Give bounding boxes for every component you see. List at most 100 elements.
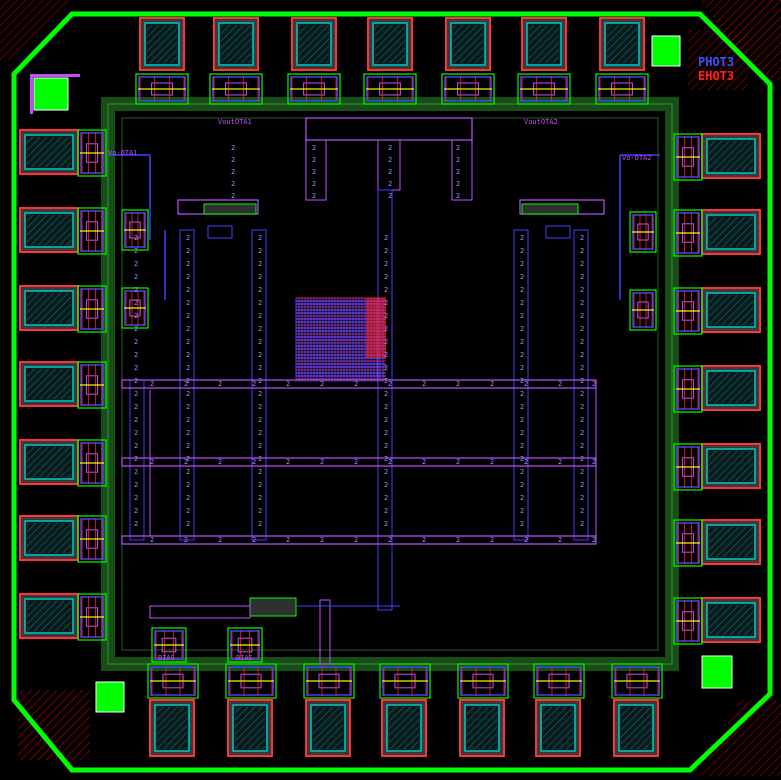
via-mark: 2	[384, 247, 388, 255]
esd-cell-inner	[227, 627, 263, 663]
via-mark: 2	[218, 380, 222, 388]
via-mark: 2	[384, 338, 388, 346]
via-mark: 2	[558, 458, 562, 466]
via-mark: 2	[520, 312, 524, 320]
via-mark: 2	[258, 312, 262, 320]
via-mark: 2	[134, 338, 138, 346]
via-mark: 2	[186, 416, 190, 424]
esd-cell-bottom	[457, 663, 509, 699]
esd-cell-top	[595, 73, 649, 105]
via-mark: 2	[231, 192, 235, 200]
via-mark: 2	[134, 481, 138, 489]
via-mark: 2	[580, 520, 584, 528]
via-mark: 2	[580, 273, 584, 281]
esd-cell-left	[77, 439, 107, 487]
pad-right	[701, 519, 761, 565]
via-mark: 2	[580, 260, 584, 268]
via-mark: 2	[384, 468, 388, 476]
via-mark: 2	[520, 494, 524, 502]
via-mark: 2	[384, 481, 388, 489]
corner-markers	[30, 35, 733, 713]
pad-left	[19, 285, 79, 331]
via-mark: 2	[580, 507, 584, 515]
core-routing	[110, 117, 660, 665]
via-mark: 2	[134, 390, 138, 398]
logo-top: PHOT3	[698, 55, 734, 69]
via-mark: 2	[134, 442, 138, 450]
via-mark: 2	[134, 455, 138, 463]
via-mark: 2	[388, 192, 392, 200]
via-mark: 2	[384, 364, 388, 372]
via-mark: 2	[580, 286, 584, 294]
via-mark: 2	[580, 429, 584, 437]
pad-left	[19, 207, 79, 253]
via-mark: 2	[258, 338, 262, 346]
via-mark: 2	[258, 416, 262, 424]
via-mark: 2	[312, 144, 316, 152]
via-mark: 2	[580, 377, 584, 385]
via-mark: 2	[134, 299, 138, 307]
via-mark: 2	[258, 247, 262, 255]
via-mark: 2	[134, 416, 138, 424]
via-mark: 2	[186, 260, 190, 268]
via-mark: 2	[490, 458, 494, 466]
via-mark: 2	[490, 536, 494, 544]
via-mark: 2	[134, 273, 138, 281]
via-mark: 2	[388, 180, 392, 188]
esd-cell-right	[673, 209, 703, 257]
via-mark: 2	[218, 458, 222, 466]
esd-cell-right	[673, 443, 703, 491]
via-mark: 2	[150, 536, 154, 544]
via-mark: 2	[258, 468, 262, 476]
esd-cell-inner	[121, 209, 149, 251]
pad-right	[701, 133, 761, 179]
esd-cells-layer	[77, 73, 703, 699]
via-mark: 2	[258, 429, 262, 437]
via-mark: 2	[384, 403, 388, 411]
via-mark: 2	[252, 536, 256, 544]
via-mark: 2	[186, 403, 190, 411]
capacitor-array	[295, 297, 386, 382]
via-mark: 2	[520, 286, 524, 294]
via-mark: 2	[558, 380, 562, 388]
pad-right	[701, 597, 761, 643]
via-mark: 2	[354, 458, 358, 466]
esd-cell-top	[441, 73, 495, 105]
pad-left	[19, 129, 79, 175]
esd-cell-left	[77, 285, 107, 333]
via-mark: 2	[388, 380, 392, 388]
pad-top	[599, 17, 645, 71]
via-mark: 2	[384, 494, 388, 502]
via-mark: 2	[456, 380, 460, 388]
via-mark: 2	[592, 380, 596, 388]
via-mark: 2	[580, 338, 584, 346]
via-mark: 2	[384, 351, 388, 359]
via-mark: 2	[490, 380, 494, 388]
via-mark: 2	[258, 455, 262, 463]
esd-cell-bottom	[379, 663, 431, 699]
via-mark: 2	[384, 442, 388, 450]
via-mark: 2	[258, 351, 262, 359]
esd-cell-right	[673, 287, 703, 335]
via-mark: 2	[134, 286, 138, 294]
via-mark: 2	[134, 494, 138, 502]
via-mark: 2	[184, 458, 188, 466]
via-mark: 2	[186, 338, 190, 346]
via-mark: 2	[258, 299, 262, 307]
via-mark: 2	[580, 403, 584, 411]
esd-cell-top	[517, 73, 571, 105]
via-mark: 2	[134, 429, 138, 437]
pad-left	[19, 515, 79, 561]
via-mark: 2	[580, 351, 584, 359]
esd-cell-top	[287, 73, 341, 105]
via-mark: 2	[258, 494, 262, 502]
via-mark: 2	[580, 325, 584, 333]
esd-cell-right	[673, 597, 703, 645]
logo-top-mirror: EHOT3	[698, 69, 734, 83]
via-mark: 2	[218, 536, 222, 544]
pad-bottom	[227, 699, 273, 757]
via-mark: 2	[524, 380, 528, 388]
via-mark: 2	[258, 481, 262, 489]
via-mark: 2	[134, 247, 138, 255]
via-mark: 2	[186, 377, 190, 385]
